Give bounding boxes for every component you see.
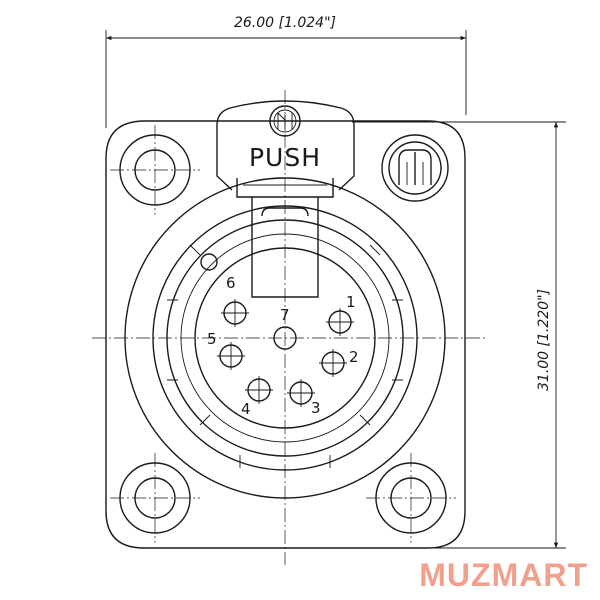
pin-3: 3 [287, 379, 321, 417]
pin-1-label: 1 [346, 293, 356, 311]
mounting-hole-top-left [110, 125, 200, 215]
push-latch[interactable]: PUSH [216, 100, 355, 191]
mounting-hole-bottom-right [366, 453, 456, 543]
watermark-logo: MUZMART [419, 557, 588, 593]
mounting-hole-bottom-left [110, 453, 200, 543]
pin-6-label: 6 [226, 274, 236, 292]
pin-7-label: 7 [280, 306, 290, 324]
pin-2: 2 [319, 348, 359, 377]
height-dimension-label: 31.00 [1.220"] [536, 289, 552, 391]
width-dimension-label: 26.00 [1.024"] [234, 15, 336, 31]
pin-4-label: 4 [241, 400, 251, 418]
pin-4: 4 [241, 376, 273, 418]
pin-2-label: 2 [349, 348, 359, 366]
pin-5: 5 [207, 330, 245, 370]
push-label: PUSH [249, 143, 321, 172]
height-dimension: 31.00 [1.220"] [352, 121, 566, 549]
pin-7: 7 [273, 306, 297, 350]
pin-6: 6 [221, 274, 249, 327]
width-dimension: 26.00 [1.024"] [105, 15, 467, 128]
flange-outline [105, 120, 466, 549]
brand-logo-icon [381, 134, 449, 202]
pin-5-label: 5 [207, 330, 217, 348]
pin-1: 1 [326, 293, 356, 336]
pin-3-label: 3 [311, 399, 321, 417]
